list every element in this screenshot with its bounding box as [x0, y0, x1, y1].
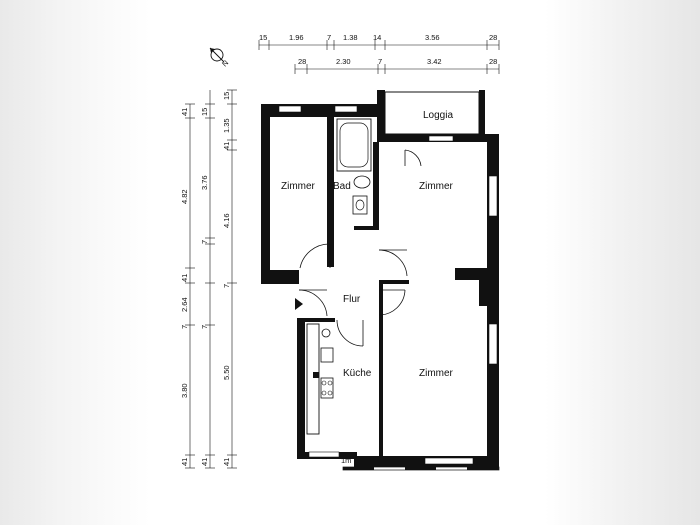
bathroom-fixtures — [336, 118, 372, 215]
dim-top-4: 1.38 — [343, 33, 358, 42]
wall-left-upper — [261, 104, 270, 284]
wall-zimmer-mid — [379, 280, 409, 284]
room-label-zimmer-lower-right: Zimmer — [419, 368, 454, 379]
dim-left-outer-2: 4.82 — [180, 189, 189, 204]
windows — [278, 105, 498, 465]
dim-left-outer-6: 3.80 — [180, 383, 189, 398]
dim-top-5: 14 — [373, 33, 381, 42]
dim-top-row2-1: 28 — [298, 57, 306, 66]
wall-kueche-top — [305, 318, 335, 322]
wall-loggia-left — [377, 90, 385, 138]
dim-top-row2-5: 28 — [489, 57, 497, 66]
toilet-icon — [353, 175, 371, 189]
dim-left-outer-5: 7 — [180, 325, 189, 329]
dim-left-inner-3: 41 — [222, 142, 231, 150]
dim-left-mid-3: 7 — [200, 240, 209, 244]
wall-left-lower — [297, 318, 305, 459]
wall-zimmer-mid-right — [455, 268, 489, 280]
loggia-outline — [384, 91, 480, 135]
walls — [261, 90, 499, 468]
dim-left-mid-5: 41 — [200, 458, 209, 466]
svg-text:N: N — [220, 58, 230, 68]
plan-sheet: 15 1.96 7 1.38 14 3.56 28 28 2.30 7 3.42… — [157, 0, 543, 525]
sink-icon — [352, 195, 368, 215]
dim-left-outer-7: 41 — [180, 458, 189, 466]
stove-icon — [320, 377, 334, 399]
dim-top-6: 3.56 — [425, 33, 440, 42]
wall-top-left — [261, 104, 377, 117]
wall-pillar — [479, 280, 491, 306]
dim-left-inner-1: 15 — [222, 92, 231, 100]
room-label-bad: Bad — [333, 181, 351, 192]
wall-left-step — [261, 270, 299, 284]
dim-top-1: 15 — [259, 33, 267, 42]
room-label-kueche: Küche — [343, 368, 372, 379]
sink-icon — [321, 328, 331, 338]
kitchen-counter — [306, 323, 320, 435]
entrance-arrow-icon — [295, 298, 303, 310]
dim-top-row2-2: 2.30 — [336, 57, 351, 66]
room-label-flur: Flur — [343, 294, 361, 305]
dim-left-inner-2: 1.35 — [222, 118, 231, 133]
bathtub-icon — [336, 118, 372, 172]
scale-bar: 1m — [341, 456, 500, 471]
north-arrow-icon: N — [209, 47, 230, 68]
kitchen-fixtures — [306, 323, 334, 435]
room-label-loggia: Loggia — [423, 110, 453, 121]
dim-top-row2-4: 3.42 — [427, 57, 442, 66]
dim-top-3: 7 — [327, 33, 331, 42]
wall-bad-bottom — [354, 226, 379, 230]
dim-left-mid-2: 3.76 — [200, 175, 209, 190]
dim-left-outer-3: 41 — [180, 274, 189, 282]
dim-left-inner-6: 5.50 — [222, 365, 231, 380]
wall-zimmer-bad — [327, 117, 334, 267]
dim-top-2: 1.96 — [289, 33, 304, 42]
fridge-icon — [313, 372, 319, 378]
top-dimension-chain: 15 1.96 7 1.38 14 3.56 28 28 2.30 7 3.42… — [258, 33, 500, 74]
dim-left-outer-1: 41 — [180, 108, 189, 116]
dim-left-mid-1: 15 — [200, 108, 209, 116]
wall-kueche-zimmer — [379, 284, 383, 456]
scale-label: 1m — [341, 456, 351, 465]
wall-bad-zimmer — [373, 142, 379, 226]
dim-left-inner-5: 7 — [222, 284, 231, 288]
dim-top-row2-3: 7 — [378, 57, 382, 66]
dim-left-inner-7: 41 — [222, 458, 231, 466]
dim-left-inner-4: 4.16 — [222, 213, 231, 228]
floor-plan-drawing: 15 1.96 7 1.38 14 3.56 28 28 2.30 7 3.42… — [180, 33, 500, 471]
room-label-zimmer-upper-right: Zimmer — [419, 181, 454, 192]
dim-left-mid-4: 7 — [200, 325, 209, 329]
dim-top-7: 28 — [489, 33, 497, 42]
doors — [298, 149, 422, 347]
wall-loggia-right — [479, 90, 485, 138]
room-label-zimmer-left: Zimmer — [281, 181, 316, 192]
dim-left-outer-4: 2.64 — [180, 297, 189, 312]
wall-right — [487, 134, 499, 468]
dishwasher-icon — [320, 347, 334, 363]
left-dimension-chain: 41 4.82 41 2.64 7 3.80 41 15 3.76 7 7 41… — [180, 89, 237, 469]
